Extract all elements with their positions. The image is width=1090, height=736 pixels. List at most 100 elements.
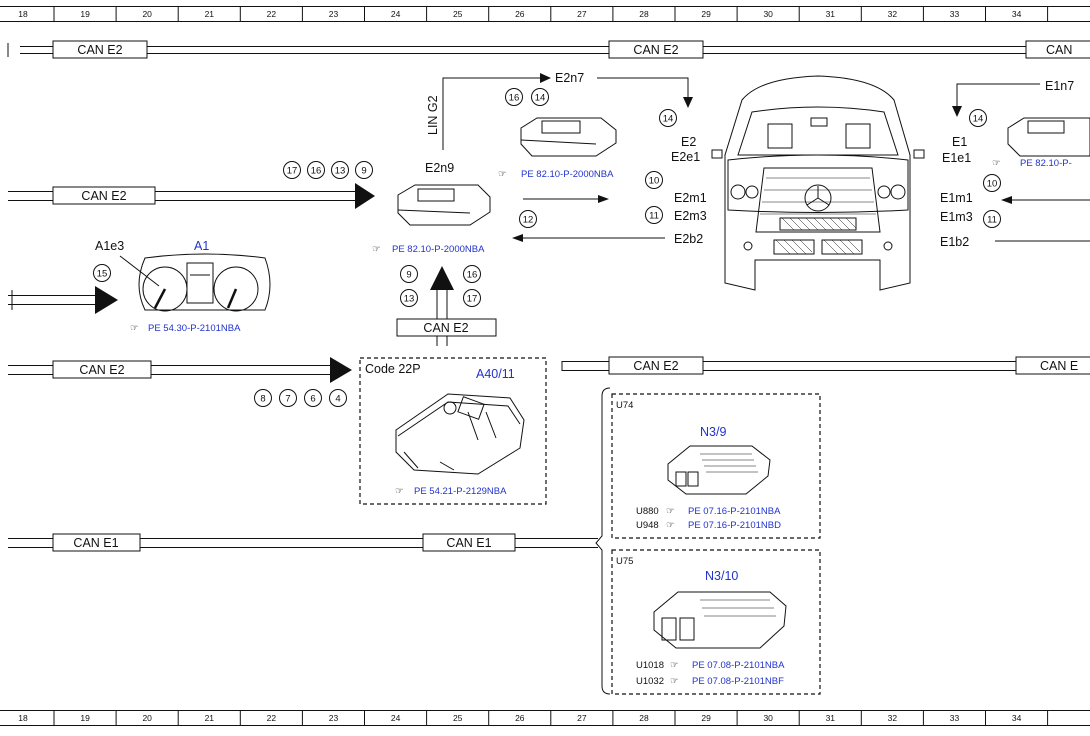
n3-10-ref-u1032[interactable]: ☞ PE 07.08-P-2101NBF (670, 676, 784, 687)
can-e-label: CAN E (1040, 359, 1078, 373)
a1-ref[interactable]: ☞ PE 54.30-P-2101NBA (130, 323, 241, 334)
can-e1-label: CAN E1 (446, 536, 491, 550)
ruler-number-bottom: 20 (142, 713, 152, 723)
n3-10-label: N3/10 (705, 569, 738, 583)
svg-text:PE 07.08-P-2101NBA: PE 07.08-P-2101NBA (692, 660, 785, 671)
svg-text:☞: ☞ (372, 244, 381, 255)
svg-text:PE 82.10-P-2000NBA: PE 82.10-P-2000NBA (392, 244, 485, 255)
svg-text:4: 4 (335, 394, 340, 405)
ruler-number-top: 22 (267, 9, 277, 19)
ruler-number-top: 25 (453, 9, 463, 19)
svg-text:PE 07.08-P-2101NBF: PE 07.08-P-2101NBF (692, 676, 784, 687)
svg-text:U880: U880 (636, 506, 659, 517)
e2-signal-labels: 14 E2 E2e1 E2m1 E2m3 E2b2 10 11 12 (512, 109, 707, 246)
can-e2-label: CAN E2 (79, 363, 124, 377)
n3-10-ref-u1018[interactable]: ☞ PE 07.08-P-2101NBA (670, 660, 785, 671)
svg-text:E1b2: E1b2 (940, 235, 969, 249)
svg-text:☞: ☞ (130, 323, 139, 334)
svg-text:E2m1: E2m1 (674, 191, 707, 205)
e2n7-ref[interactable]: ☞ PE 82.10-P-2000NBA (498, 169, 614, 180)
e2n9-label: E2n9 (425, 161, 454, 175)
svg-text:7: 7 (285, 394, 290, 405)
svg-text:10: 10 (987, 179, 998, 190)
vehicle-front-illustration (711, 75, 925, 291)
n3-9-ref-u948[interactable]: ☞ PE 07.16-P-2101NBD (666, 520, 781, 531)
lin-g2-label: LIN G2 (426, 95, 440, 135)
e1-signal-labels: E1n7 E1 E1e1 14 ☞ PE 82.10-P- E1m1 E1m3 … (940, 79, 1090, 249)
svg-text:E1: E1 (952, 135, 967, 149)
e1n7-ref[interactable]: ☞ PE 82.10-P- (992, 158, 1072, 169)
svg-text:PE 54.30-P-2101NBA: PE 54.30-P-2101NBA (148, 323, 241, 334)
a40-11-label: A40/11 (476, 367, 515, 381)
svg-text:E1m3: E1m3 (940, 210, 973, 224)
svg-text:☞: ☞ (670, 660, 679, 671)
ruler-number-bottom: 30 (763, 713, 773, 723)
svg-text:E1m1: E1m1 (940, 191, 973, 205)
svg-text:U948: U948 (636, 520, 659, 531)
can-e2-label: CAN E2 (423, 321, 468, 335)
svg-text:☞: ☞ (498, 169, 507, 180)
svg-text:13: 13 (335, 166, 346, 177)
ruler-number-bottom: 29 (701, 713, 711, 723)
svg-text:E1e1: E1e1 (942, 151, 971, 165)
n3-9-label: N3/9 (700, 425, 726, 439)
ruler-number-top: 19 (80, 9, 90, 19)
ruler-number-bottom: 22 (267, 713, 277, 723)
svg-text:PE 07.16-P-2101NBA: PE 07.16-P-2101NBA (688, 506, 781, 517)
ruler-number-top: 27 (577, 9, 587, 19)
svg-text:☞: ☞ (395, 486, 404, 497)
lin-g2-line: LIN G2 (426, 73, 551, 150)
svg-text:12: 12 (523, 215, 534, 226)
can-e1-bus: CAN E1 CAN E1 (8, 387, 611, 695)
ruler-number-bottom: 21 (205, 713, 215, 723)
svg-text:E2e1: E2e1 (671, 150, 700, 164)
u74-label: U74 (616, 400, 633, 411)
svg-text:8: 8 (260, 394, 265, 405)
ruler-number-bottom: 28 (639, 713, 649, 723)
svg-text:16: 16 (467, 270, 478, 281)
svg-text:PE 07.16-P-2101NBD: PE 07.16-P-2101NBD (688, 520, 781, 531)
svg-text:PE 54.21-P-2129NBA: PE 54.21-P-2129NBA (414, 486, 507, 497)
svg-text:11: 11 (649, 211, 659, 222)
e2n9-ref[interactable]: ☞ PE 82.10-P-2000NBA (372, 244, 485, 255)
svg-text:14: 14 (663, 114, 674, 125)
svg-text:E2m3: E2m3 (674, 209, 707, 223)
code-22p-label: Code 22P (365, 362, 421, 376)
svg-text:☞: ☞ (666, 520, 675, 531)
svg-text:U1018: U1018 (636, 660, 664, 671)
svg-text:15: 15 (97, 269, 108, 280)
can-e2-label-box (52, 40, 148, 59)
can-e2-label-box (608, 40, 704, 59)
can-e2-left-mid-bus: CAN E2 (8, 183, 375, 209)
ruler-number-bottom: 19 (80, 713, 90, 723)
can-e2-label: CAN E2 (81, 189, 126, 203)
ruler-number-top: 18 (18, 9, 28, 19)
can-e2-vertical-bus: 9 13 16 17 CAN E2 (396, 265, 497, 346)
ruler-number-top: 21 (205, 9, 215, 19)
svg-text:9: 9 (361, 166, 366, 177)
a40-11-ref[interactable]: ☞ PE 54.21-P-2129NBA (395, 486, 507, 497)
svg-text:☞: ☞ (666, 506, 675, 517)
ruler-number-bottom: 26 (515, 713, 525, 723)
a1-label: A1 (194, 239, 209, 253)
circled-numbers-top-left: 17 16 13 9 (283, 161, 373, 179)
u75-label: U75 (616, 556, 633, 567)
n3-10-module: U75 N3/10 U1018 ☞ PE 07.08-P-2101NBA U10… (611, 549, 821, 695)
ruler-number-top: 30 (763, 9, 773, 19)
ruler-number-top: 34 (1012, 9, 1022, 19)
a1e3-label: A1e3 (95, 239, 124, 253)
n3-9-ref-u880[interactable]: ☞ PE 07.16-P-2101NBA (666, 506, 781, 517)
ruler-number-top: 20 (142, 9, 152, 19)
can-e2-label-box (1025, 40, 1090, 59)
svg-text:PE 82.10-P-2000NBA: PE 82.10-P-2000NBA (521, 169, 614, 180)
svg-text:9: 9 (406, 270, 411, 281)
e2n7-module: E2n7 16 14 ☞ PE 82.10-P-2000NBA (498, 71, 693, 180)
svg-text:☞: ☞ (992, 158, 1001, 169)
ruler-number-bottom: 23 (329, 713, 339, 723)
ruler-number-bottom: 32 (888, 713, 898, 723)
ruler-number-top: 28 (639, 9, 649, 19)
ruler-number-bottom: 27 (577, 713, 587, 723)
